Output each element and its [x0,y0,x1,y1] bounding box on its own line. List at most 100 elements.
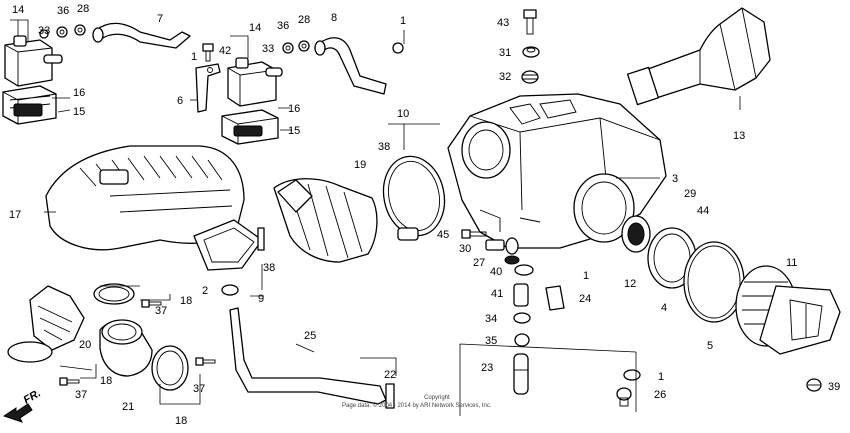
label-7: 7 [157,13,163,25]
grommet-35 [514,333,530,347]
gasket-9 [193,219,265,271]
front-direction-indicator: FR. [2,387,43,423]
label-14a: 14 [12,4,24,16]
grommet-31 [522,46,540,58]
label-31: 31 [499,47,511,59]
tube-21 [99,319,153,377]
label-37c: 37 [193,383,205,395]
cover-17 [45,145,245,251]
label-39: 39 [828,381,840,393]
label-42: 42 [219,45,231,57]
label-18b: 18 [100,375,112,387]
part-labels: 14 33 36 28 7 14 33 36 28 8 1 43 31 32 4… [9,3,840,427]
label-24: 24 [579,293,591,305]
label-1a: 1 [400,15,406,27]
copyright-line-1: Copyright [424,395,450,401]
snorkel-13 [626,7,771,106]
front-arrow-icon [2,403,33,423]
label-41: 41 [491,288,503,300]
label-30: 30 [459,243,471,255]
label-9: 9 [258,293,264,305]
label-20: 20 [79,339,91,351]
copyright-line-2: Page data: © 2004 - 2014 by ARI Network … [342,402,492,409]
clip-34 [513,312,531,324]
hose-8 [314,37,387,95]
label-3: 3 [672,173,678,185]
label-28b: 28 [298,14,310,26]
label-4: 4 [661,302,667,314]
washer-27 [504,255,520,265]
label-21: 21 [122,401,134,413]
label-33a: 33 [38,25,50,37]
label-38b: 38 [263,262,275,274]
label-2: 2 [202,285,208,297]
insulator-20 [7,285,85,363]
leader-lines [10,19,741,416]
clip-2 [221,284,239,296]
label-38a: 38 [378,141,390,153]
label-15a: 15 [73,106,85,118]
label-16a: 16 [73,87,85,99]
bolt-37-right [195,357,216,366]
label-35: 35 [485,335,497,347]
hose-7 [92,22,191,49]
front-label: FR. [22,387,43,406]
bolt-37-lower [59,377,80,386]
label-12: 12 [624,278,636,290]
label-15b: 15 [288,125,300,137]
label-23: 23 [481,362,493,374]
label-1b: 1 [191,51,197,63]
clip-40 [514,264,534,276]
label-13: 13 [733,130,745,142]
label-40: 40 [490,266,502,278]
bolt-43 [523,9,537,35]
label-32: 32 [499,71,511,83]
label-19: 19 [354,159,366,171]
label-36a: 36 [57,5,69,17]
intake-boot-19 [273,178,378,263]
drain-tube-23 [513,353,529,395]
label-1c: 1 [583,270,589,282]
band-18-upper [93,283,135,305]
label-29: 29 [684,188,696,200]
clip-22 [385,383,395,409]
label-17: 17 [9,209,21,221]
plug-41 [513,283,529,307]
label-44: 44 [697,205,709,217]
bolt-42 [202,43,214,62]
air-cleaner-housing-3 [447,93,667,249]
grommet-32 [521,70,539,84]
label-43: 43 [497,17,509,29]
label-16b: 16 [288,103,300,115]
bracket-6 [195,63,221,113]
breather-assembly-center [221,57,283,145]
element-11 [735,265,841,355]
label-5: 5 [707,340,713,352]
label-22: 22 [384,369,396,381]
small-fittings-center [282,40,404,54]
label-1d: 1 [658,371,664,383]
tube-25 [229,307,387,405]
ring-5 [683,241,745,323]
label-37a: 37 [155,305,167,317]
label-45: 45 [437,229,449,241]
clamp-band-10 [382,155,446,241]
small-fittings-left [39,24,86,39]
clip-1-lower [623,369,641,381]
label-25: 25 [304,330,316,342]
breather-assembly-left [2,35,63,125]
label-28a: 28 [77,3,89,15]
label-18c: 18 [175,415,187,427]
label-11: 11 [786,257,797,269]
filter-12 [621,215,651,253]
label-34: 34 [485,313,497,325]
drain-30 [485,237,519,255]
label-33b: 33 [262,43,274,55]
label-18a: 18 [180,295,192,307]
label-36b: 36 [277,20,289,32]
label-10: 10 [397,108,409,120]
tube-24 [545,285,565,311]
screw-26 [616,387,632,407]
band-18-lower [151,345,189,391]
